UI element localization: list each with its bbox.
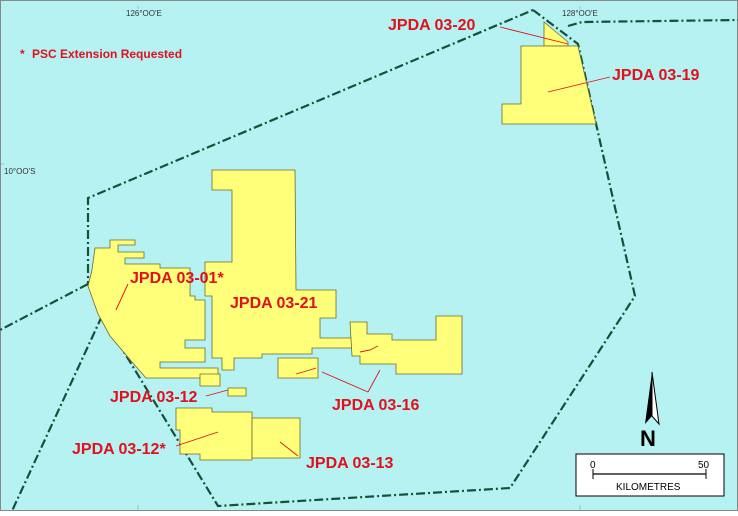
graticule-lon-right-label: 128°OO'E — [562, 9, 598, 18]
block-jpda-03-01 — [87, 239, 219, 379]
block-jpda-03-12 — [199, 373, 221, 387]
graticule-lon-left-label: 126°OO'E — [126, 9, 162, 18]
label-jpda-03-19: JPDA 03-19 — [612, 67, 700, 84]
north-arrow-icon — [645, 371, 660, 426]
seabed-boundary-northeast — [567, 18, 738, 28]
scalebar-unit: KILOMETRES — [616, 482, 681, 493]
block-jpda-03-16 — [349, 315, 463, 375]
label-jpda-03-16: JPDA 03-16 — [332, 397, 420, 414]
legend-text: PSC Extension Requested — [32, 47, 182, 61]
block-jpda-03-12-small — [227, 387, 247, 397]
leader-03-20 — [499, 26, 569, 45]
jpda-boundary — [86, 8, 637, 508]
scalebar-max: 50 — [698, 460, 710, 471]
label-jpda-03-21: JPDA 03-21 — [230, 295, 318, 312]
north-arrow-letter: N — [640, 426, 656, 451]
leader-03-13 — [279, 441, 299, 457]
leader-03-16c — [295, 367, 317, 375]
block-jpda-03-21 — [204, 169, 355, 371]
block-jpda-03-12-ext — [175, 407, 253, 461]
leader-03-12 — [205, 389, 229, 397]
leader-03-16a — [321, 371, 369, 393]
label-jpda-03-12: JPDA 03-12 — [110, 389, 198, 406]
leader-03-19 — [547, 76, 611, 93]
label-jpda-03-12-ext: JPDA 03-12* — [72, 441, 166, 458]
label-jpda-03-13: JPDA 03-13 — [306, 455, 394, 472]
block-jpda-03-16-small — [277, 357, 319, 379]
leader-03-16b — [367, 369, 381, 393]
graticule-lat-label: 10°OO'S — [4, 167, 35, 176]
seabed-boundary-southwest — [11, 315, 103, 512]
legend-marker: * — [20, 47, 25, 61]
block-jpda-03-19 — [501, 45, 597, 125]
label-jpda-03-20: JPDA 03-20 — [388, 17, 476, 34]
leader-03-01 — [115, 283, 129, 311]
scalebar-box — [575, 453, 725, 497]
scalebar-min: 0 — [590, 460, 596, 471]
leader-03-16d — [359, 345, 379, 353]
label-jpda-03-01: JPDA 03-01* — [130, 270, 224, 287]
leader-03-12-ext — [175, 431, 219, 447]
